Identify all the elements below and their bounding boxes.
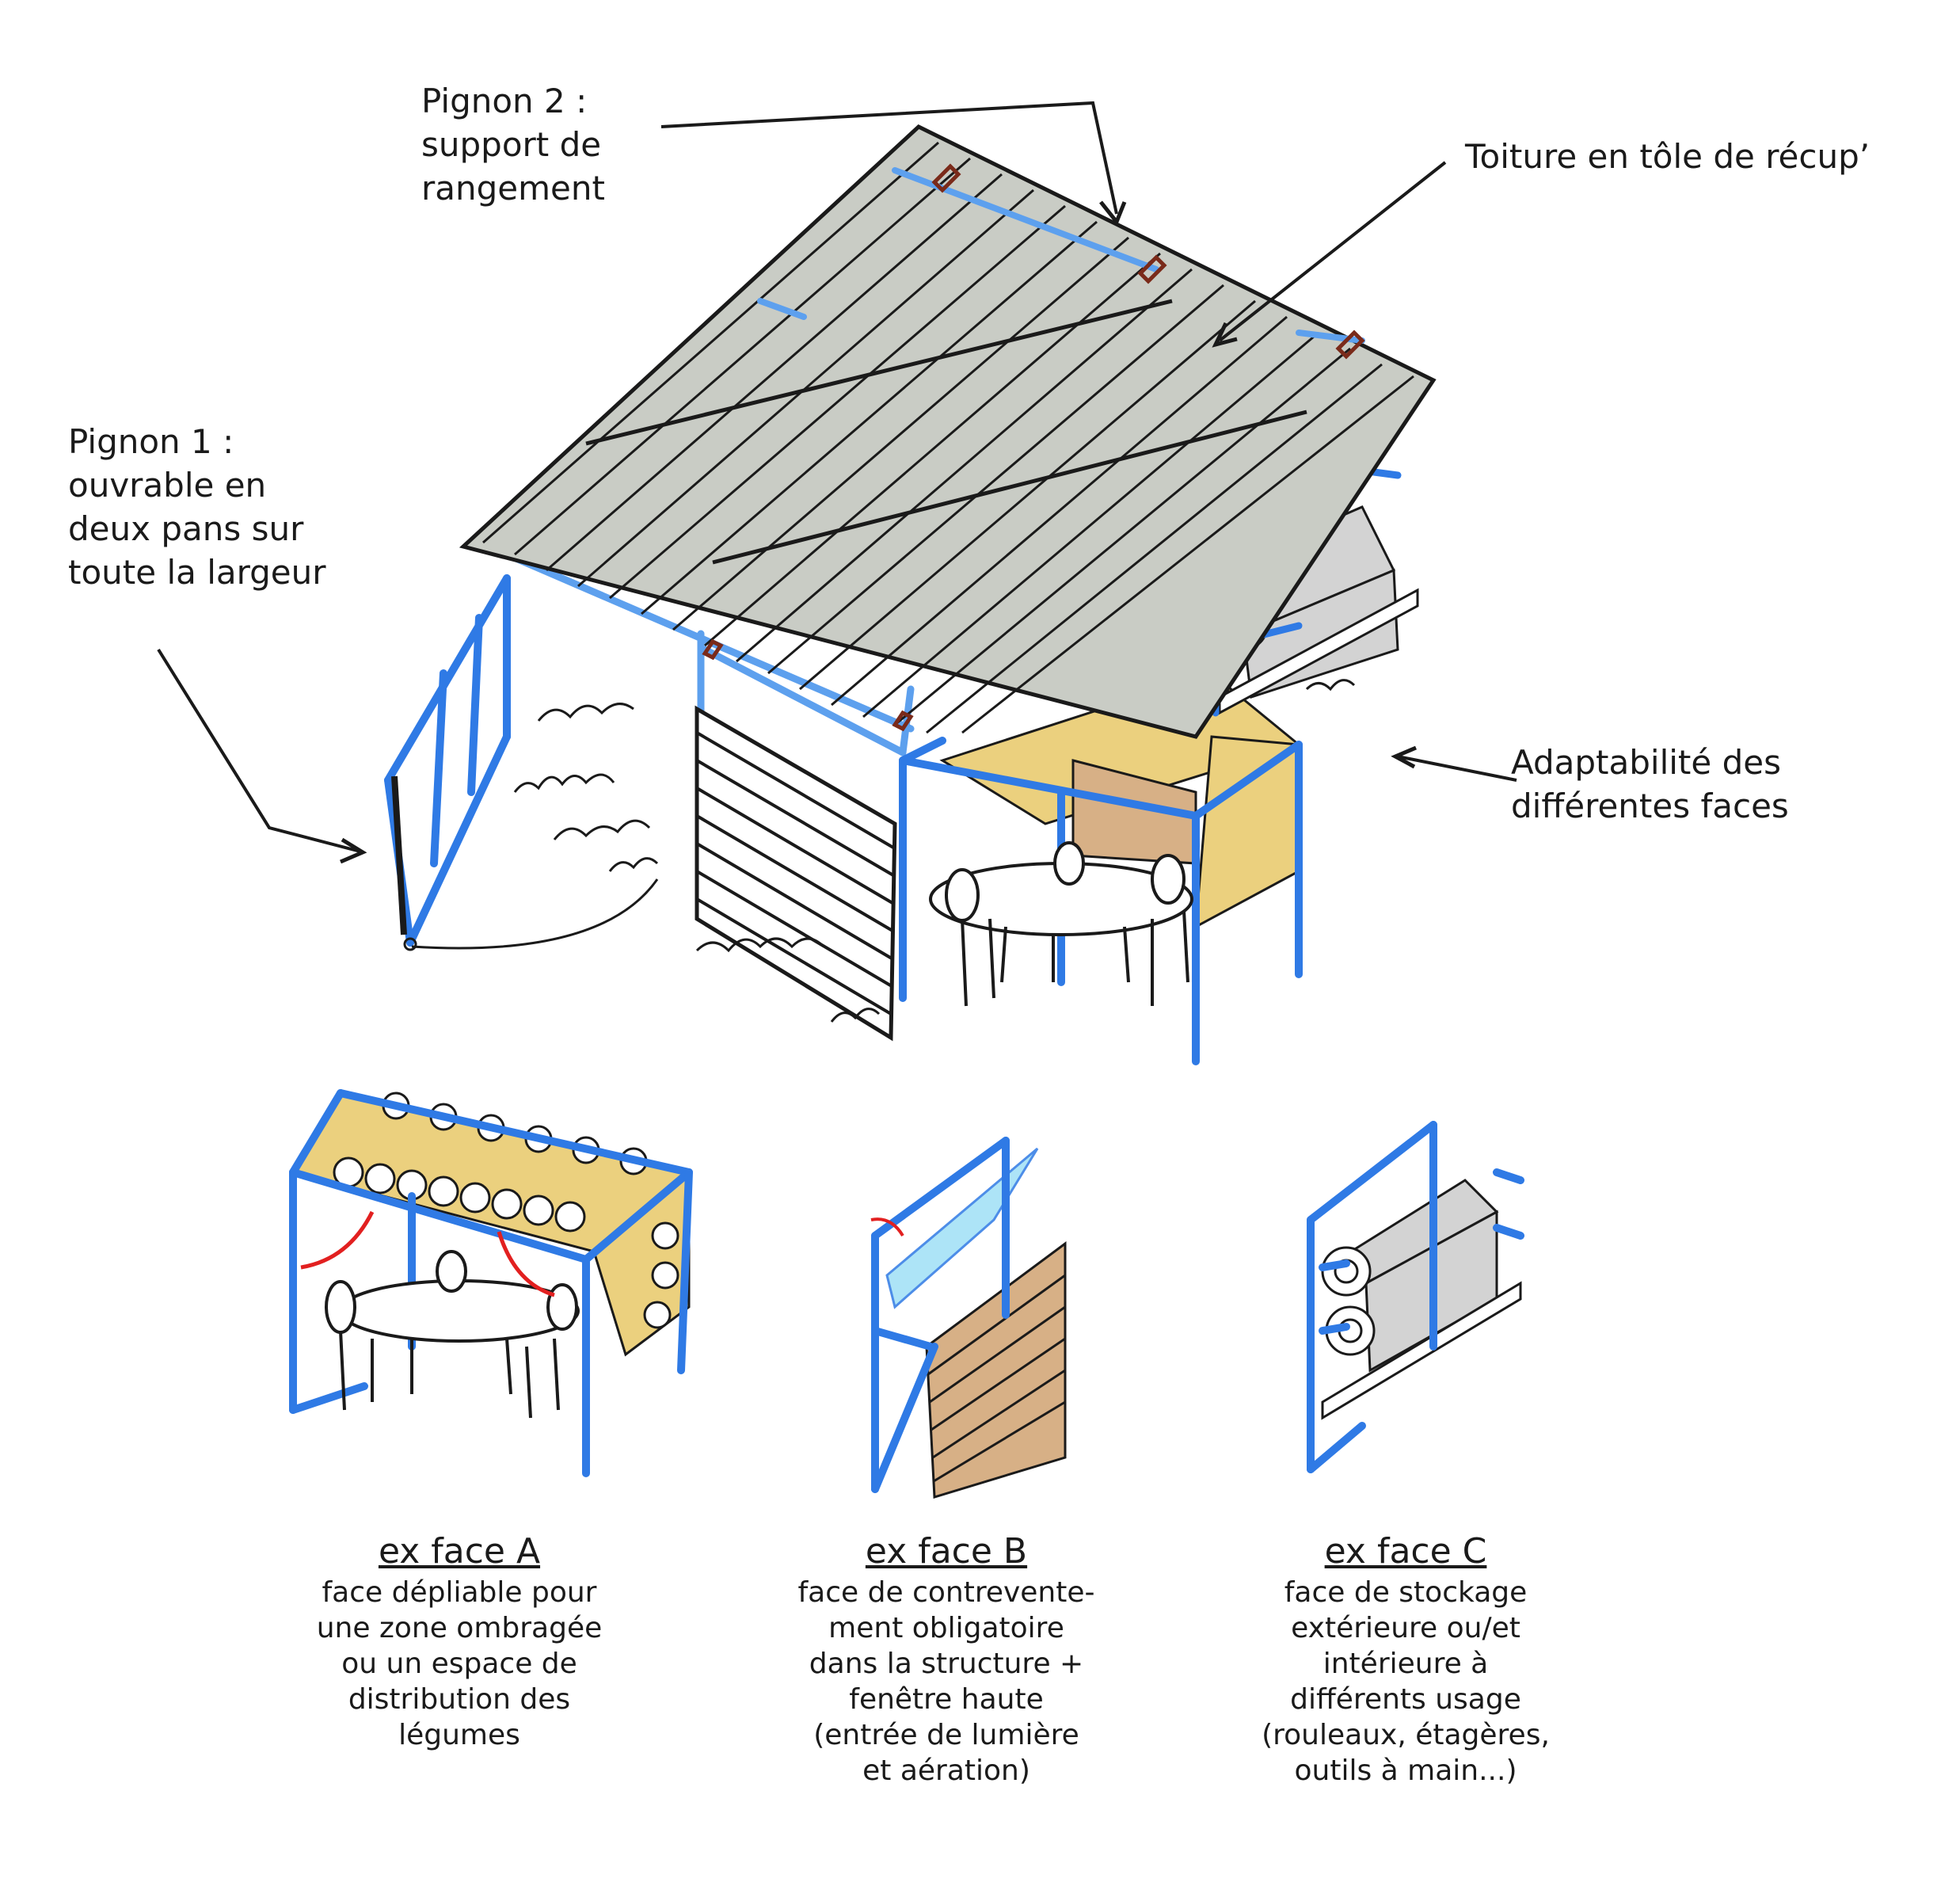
caption-face-b-body: face de contrevente- ment obligatoire da…: [797, 1576, 1095, 1787]
pergola-canvas-side: [1194, 735, 1300, 929]
caption-face-b-title: ex face B: [865, 1531, 1028, 1572]
label-toiture: Toiture en tôle de récup’: [1465, 137, 1871, 176]
face-b-drawing: [870, 1137, 1067, 1499]
pergola-frame: [899, 737, 1303, 1065]
pergola-furniture: [929, 841, 1193, 1007]
main-shed: [384, 124, 1437, 1065]
label-adaptabilite: Adaptabilité des différentes faces: [1511, 743, 1789, 825]
caption-face-a-body: face dépliable pour une zone ombragée ou…: [316, 1576, 603, 1751]
front-wall-cladding: [695, 705, 897, 1042]
face-a-drawing: [289, 1089, 693, 1477]
face-c-drawing: [1307, 1121, 1524, 1473]
caption-face-c: ex face C face de stockage extérieure ou…: [1239, 1529, 1572, 1789]
caption-face-a-title: ex face A: [378, 1531, 541, 1572]
label-pignon-2: Pignon 2 : support de rangement: [421, 82, 605, 208]
roof-pegs: [702, 163, 1365, 732]
leader-arrows: [157, 101, 1517, 864]
grass-scribbles: [513, 679, 1356, 1023]
roof-sheet: [459, 124, 1437, 739]
caption-face-c-body: face de stockage extérieure ou/et intéri…: [1262, 1576, 1550, 1787]
caption-face-a: ex face A face dépliable pour une zone o…: [293, 1529, 626, 1753]
caption-face-c-title: ex face C: [1324, 1531, 1487, 1572]
caption-face-b: ex face B face de contrevente- ment obli…: [780, 1529, 1113, 1789]
pignon1-door-hinge: [391, 775, 407, 935]
pignon1-door-swing: [411, 878, 659, 950]
pignon1-door: [384, 574, 511, 947]
label-pignon-1: Pignon 1 : ouvrable en deux pans sur tou…: [68, 422, 326, 592]
